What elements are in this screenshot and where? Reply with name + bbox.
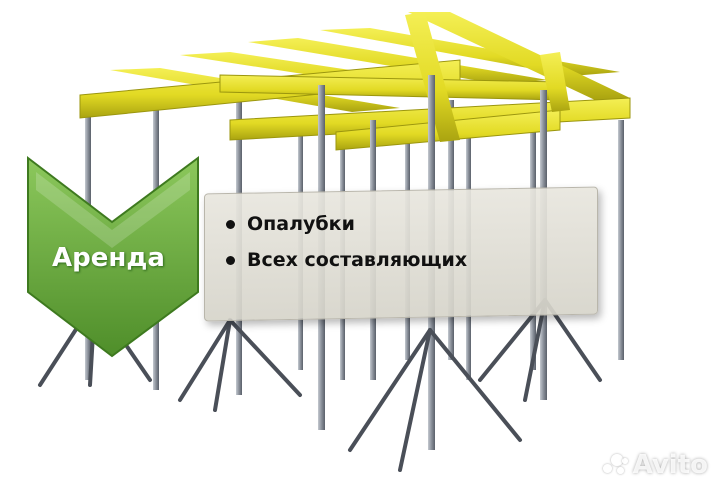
info-bullets: Опалубки Всех составляющих [226, 206, 467, 278]
rent-badge-label: Аренда [52, 243, 165, 273]
bullet-item: Всех составляющих [226, 242, 467, 278]
bullet-item: Опалубки [226, 206, 467, 242]
watermark-text: Avito [632, 450, 708, 480]
avito-watermark: Avito [602, 450, 708, 480]
rent-badge [27, 155, 199, 358]
bullet-dot [226, 255, 235, 265]
beams [79, 12, 631, 151]
bullet-text: Опалубки [247, 213, 355, 235]
bullet-dot [226, 219, 235, 229]
avito-logo-icon [602, 452, 629, 478]
bullet-text: Всех составляющих [247, 249, 468, 271]
